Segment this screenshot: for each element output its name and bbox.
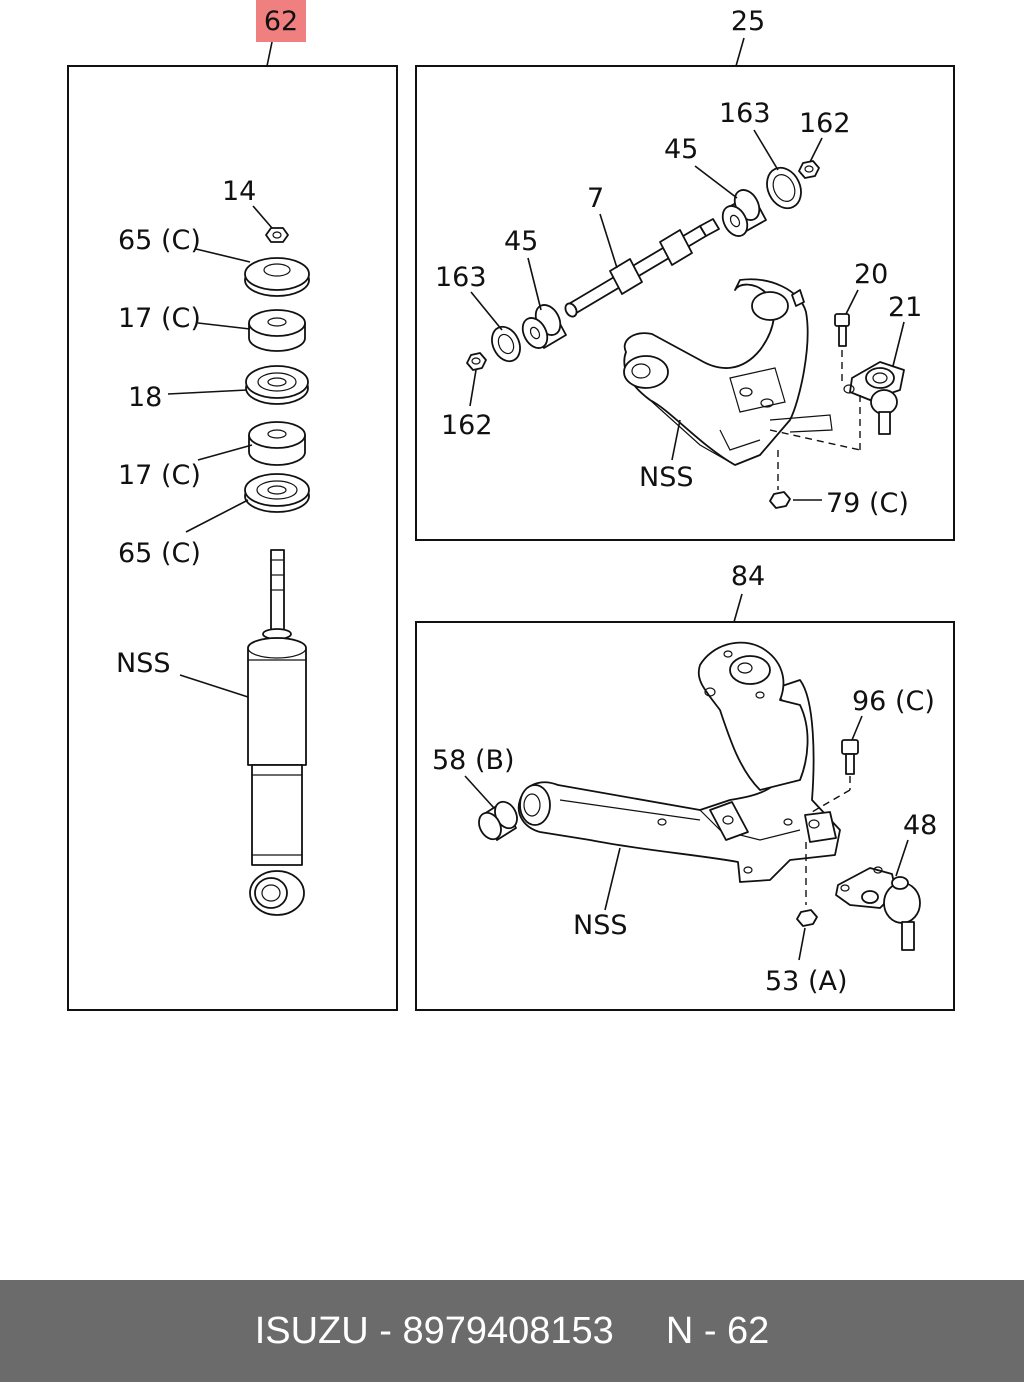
panel-ref-25[interactable]: 25 <box>731 6 765 37</box>
callout-label: 14 <box>222 176 256 207</box>
panel-frame <box>67 65 398 1011</box>
nut-part <box>798 160 820 179</box>
separator: - <box>379 1309 392 1352</box>
washer-part <box>245 365 309 405</box>
panel-lower-arm: 84 <box>415 561 955 1011</box>
bushing-part <box>721 189 767 237</box>
washer-part <box>491 325 521 363</box>
shock-absorber-part <box>247 549 307 916</box>
shaft-part <box>564 218 720 318</box>
callout-label: 18 <box>128 382 162 413</box>
callout-label: 20 <box>854 259 888 290</box>
bushing-part <box>478 800 518 841</box>
lower-arm-part <box>517 641 841 883</box>
callout-label: 53 (A) <box>765 966 847 997</box>
footer-bar: ISUZU - 8979408153 N - 62 <box>0 1280 1024 1382</box>
part-number: 8979408153 <box>402 1309 614 1352</box>
upper-arm-part <box>623 278 833 466</box>
brand-name: ISUZU <box>254 1309 369 1352</box>
callout-label: 58 (B) <box>432 745 515 776</box>
parts-diagram: 62 <box>67 0 955 1011</box>
panel-upper-arm: 25 <box>415 6 955 541</box>
section-label: N - 62 <box>665 1309 770 1352</box>
bolt-part <box>834 313 850 347</box>
panel-shock-absorber: 62 <box>67 0 398 1011</box>
callout-label: 45 <box>664 134 698 165</box>
washer-part <box>244 257 310 297</box>
callout-label: 96 (C) <box>852 686 935 717</box>
bushing-part <box>248 421 306 466</box>
nut-part <box>265 227 289 243</box>
nut-part <box>466 352 487 371</box>
callout-label: NSS <box>116 648 170 679</box>
highlight-marker <box>256 0 306 42</box>
callout-label: 65 (C) <box>118 538 201 569</box>
callout-label: 79 (C) <box>826 488 909 519</box>
nut-part <box>796 909 818 927</box>
callout-label: 21 <box>888 292 922 323</box>
nut-part <box>769 491 791 509</box>
callout-label: 45 <box>504 226 538 257</box>
bolt-part <box>841 739 859 775</box>
callout-label: 7 <box>587 183 604 214</box>
panel-ref-62[interactable]: 62 <box>264 6 298 37</box>
callout-label: 17 (C) <box>118 460 201 491</box>
callout-label: NSS <box>639 462 693 493</box>
panel-frame <box>415 65 955 541</box>
bushing-part <box>248 309 306 352</box>
ball-joint-part <box>835 866 921 951</box>
callout-label: 163 <box>719 98 771 129</box>
ball-joint-part <box>843 361 905 435</box>
callout-label: 162 <box>441 410 493 441</box>
callout-label: NSS <box>573 910 627 941</box>
callout-label: 65 (C) <box>118 225 201 256</box>
washer-part <box>244 473 310 513</box>
callout-label: 17 (C) <box>118 303 201 334</box>
callout-label: 163 <box>435 262 487 293</box>
callout-label: 162 <box>799 108 851 139</box>
callout-label: 48 <box>903 810 937 841</box>
bushing-part <box>521 304 567 349</box>
panel-ref-84[interactable]: 84 <box>731 561 765 592</box>
washer-part <box>766 166 802 210</box>
panel-frame <box>415 621 955 1011</box>
